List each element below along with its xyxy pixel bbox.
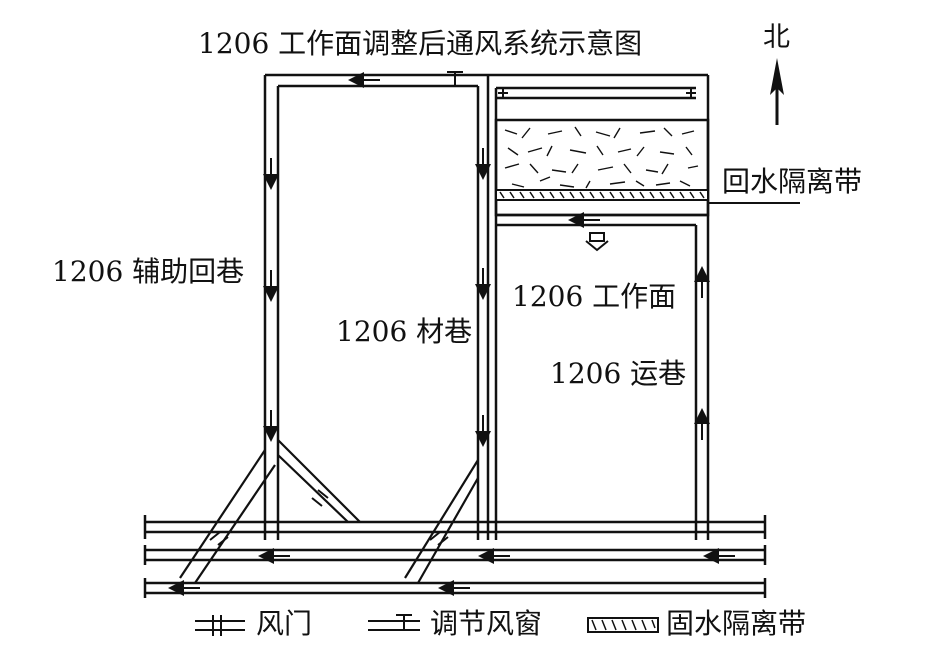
material-roadway-label: 1206 材巷: [336, 315, 473, 348]
water-isolation-belt-label: 回水隔离带: [722, 165, 863, 198]
transport-roadway: [488, 73, 710, 540]
working-face-label: 1206 工作面: [512, 280, 677, 313]
auxiliary-return-roadway: [263, 73, 488, 540]
legend-regulator-window-label: 调节风窗: [430, 607, 543, 640]
legend-air-door-label: 风门: [256, 607, 313, 640]
legend-isolation-belt-label: 固水隔离带: [666, 607, 807, 640]
diagram-title: 1206 工作面调整后通风系统示意图: [198, 27, 643, 60]
working-face-marker: [585, 232, 609, 252]
main-roadways: [143, 515, 767, 598]
diagonal-roadways: [179, 439, 479, 584]
water-isolation-belt-strip: [495, 189, 800, 204]
material-roadway: [476, 75, 490, 540]
legend-regulator-window-icon: [368, 614, 420, 631]
transport-roadway-label: 1206 运巷: [550, 357, 687, 390]
regulator-window: [447, 71, 463, 86]
north-arrow-icon: [770, 58, 784, 125]
air-doors: [209, 88, 696, 546]
goaf-texture: [504, 126, 699, 189]
airflow-arrows: [168, 72, 735, 596]
auxiliary-return-label: 1206 辅助回巷: [52, 255, 245, 288]
north-label: 北: [763, 22, 790, 53]
legend-isolation-belt-icon: [587, 617, 659, 633]
legend-air-door-icon: [195, 615, 245, 636]
